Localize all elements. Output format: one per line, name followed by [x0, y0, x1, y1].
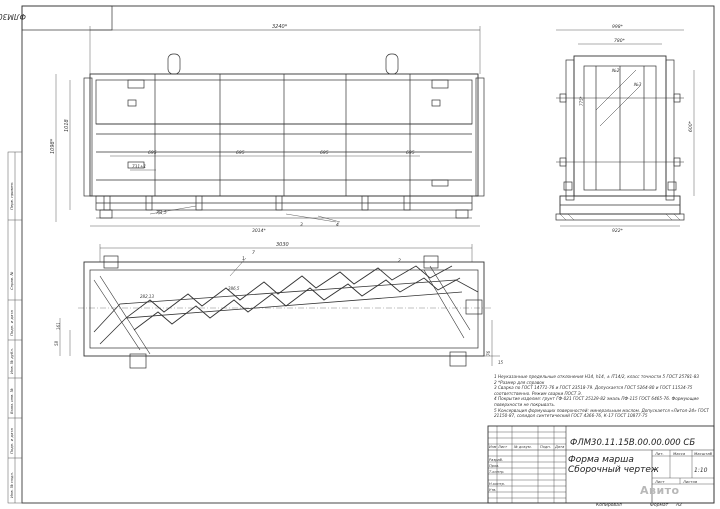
callout-5: 7	[252, 250, 255, 256]
dimension-pitch-1: 695	[148, 150, 157, 156]
dimension-side-mid: 775*	[579, 96, 584, 106]
left-strip-label-1: Справ. №	[9, 271, 14, 290]
dimension-bottom-top-view: 3014*	[252, 228, 266, 234]
dimension-dim-715: 7,1,5	[156, 210, 167, 215]
document-code: ФЛМ30.11.15В.00.00.000 СБ	[570, 438, 696, 448]
sheet-frame	[21, 5, 715, 504]
callout-6: №2	[611, 68, 620, 74]
tb-col-3: Подп.	[540, 445, 551, 449]
format-value: А2	[676, 503, 682, 508]
left-strip-label-3: Инв. № дубл.	[9, 348, 14, 374]
tb-col-0: Изм	[489, 445, 497, 449]
dimension-pitch-4: 695	[406, 150, 415, 156]
tb-right-header-2: Масштаб	[694, 451, 713, 456]
tb-row-5: Утв.	[489, 488, 497, 492]
callout-0: 1	[242, 256, 245, 262]
dimension-side-base: 922*	[612, 228, 624, 234]
dimension-pitch-2: 695	[236, 150, 245, 156]
document-title: Форма марша Сборочный чертеж	[568, 455, 659, 475]
dimension-dim-731: 731±1	[132, 164, 147, 169]
note-line-4: 4 Покрытие изделия: грунт ГФ-021 ГОСТ 25…	[494, 396, 699, 402]
note-line-5: поверхности не покрывать.	[494, 401, 556, 407]
callout-1: 2	[398, 258, 401, 264]
callout-7: №3	[633, 82, 642, 88]
left-strip	[7, 151, 23, 504]
tb-right-header-1: Масса	[673, 451, 686, 456]
tb-col-2: № докум.	[513, 445, 532, 449]
note-line-0: 1 Неуказанные предельные отклонения Н14,…	[494, 374, 700, 379]
dimension-dim-15: 15	[498, 360, 504, 365]
title-block	[487, 425, 715, 504]
left-strip-label-6: Инв. № подл.	[9, 472, 14, 498]
tb-col-1: Лист	[497, 445, 508, 449]
scale-value: 1:10	[694, 467, 708, 474]
title-line-2: Сборочный чертеж	[568, 465, 660, 475]
tb-col-4: Дата	[554, 445, 564, 449]
dimension-side-width: 998*	[612, 24, 624, 30]
tb-row-0: Разраб.	[489, 458, 503, 462]
tb-row-1: Пров.	[489, 464, 499, 468]
dimension-top-overall: 3240*	[272, 24, 288, 30]
note-line-7: 21150-87, солидол синтетический ГОСТ 436…	[494, 413, 648, 419]
rotated-stamp-code: ФЛМ30.11.15В.00.00.000 СБ	[0, 12, 26, 21]
tb-row-2: Т.контр.	[489, 470, 505, 474]
side-view	[555, 29, 695, 227]
dimension-dim-161: 161	[56, 322, 61, 330]
note-line-6: 5 Консервация формующих поверхностей: ми…	[494, 407, 709, 413]
technical-notes: 1 Неуказанные предельные отклонения Н14,…	[494, 374, 709, 419]
callout-3: 4	[336, 222, 339, 228]
dimension-dim-2865: 286,5	[228, 286, 240, 291]
left-strip-label-5: Подп. и дата	[9, 427, 14, 454]
plan-view	[59, 244, 500, 369]
dimension-height-left: 1098*	[50, 138, 56, 154]
dimension-plan-length: 3030	[276, 242, 289, 248]
callout-2: 3	[300, 222, 303, 228]
copied-label: Копировал	[596, 503, 622, 508]
format-label: Формат	[650, 503, 669, 508]
left-strip-label-2: Подп. и дата	[9, 309, 14, 336]
note-line-2: 3 Сварка по ГОСТ 14771-76 и ГОСТ 23518-7…	[494, 385, 693, 391]
tb-sheet-label: Лист	[654, 479, 665, 484]
dimension-side-height: 600*	[688, 120, 694, 132]
note-line-1: 2 *Размер для справок	[494, 379, 545, 385]
title-line-1: Форма марша	[568, 455, 634, 465]
watermark: Авито	[640, 484, 680, 497]
left-strip-label-4: Взам. инв. №	[9, 388, 14, 414]
left-strip-label-0: Перв. примен.	[9, 181, 14, 210]
dimension-dim-282: 282,13	[140, 294, 154, 299]
tb-right-header-0: Лит.	[654, 451, 664, 456]
callout-4: 5	[158, 210, 161, 216]
dimension-side-inner: 780*	[614, 38, 626, 44]
tb-sheets-label: Листов	[682, 479, 698, 484]
note-line-3: соответственно. Режим сварки ПОСТ Э.	[494, 390, 583, 396]
dimension-pitch-3: 695	[320, 150, 329, 156]
front-view	[55, 26, 485, 227]
tb-row-4: Н.контр.	[489, 482, 505, 486]
dimension-dim-76: 76	[486, 350, 491, 356]
dimension-height-inner: 1018	[64, 119, 70, 132]
dimension-dim-58: 58	[54, 340, 59, 346]
